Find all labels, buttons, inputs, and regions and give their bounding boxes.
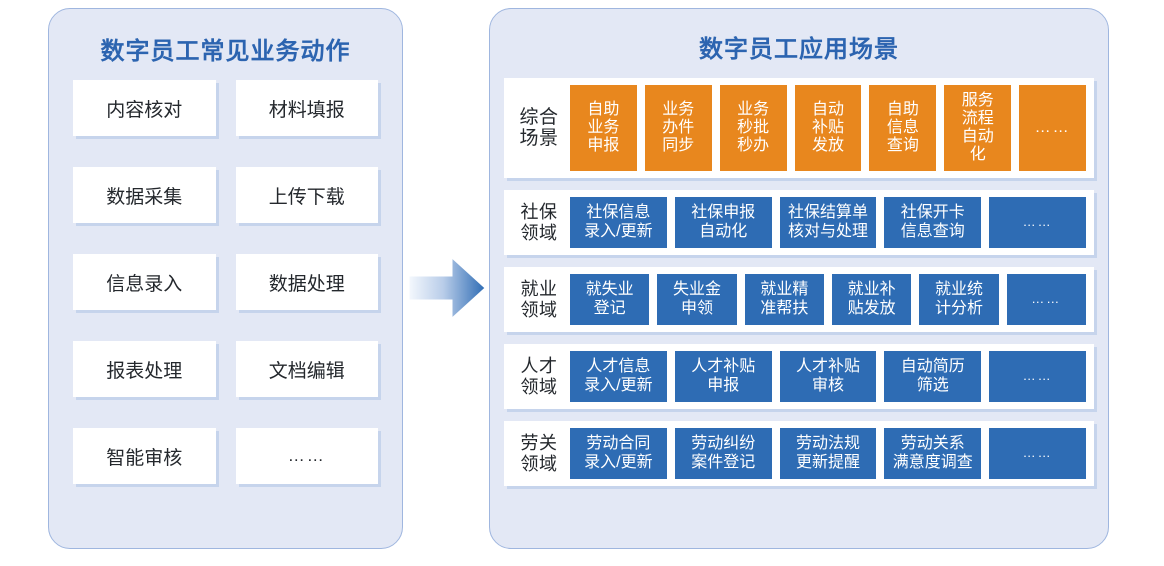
scenario-chip[interactable]: 自助 信息 查询 bbox=[869, 85, 937, 171]
scenario-chip-group: 社保信息 录入/更新社保申报 自动化社保结算单 核对与处理社保开卡 信息查询…… bbox=[570, 197, 1086, 248]
scenario-chip[interactable]: 社保申报 自动化 bbox=[674, 197, 772, 248]
scenario-chip[interactable]: 自动 补贴 发放 bbox=[794, 85, 862, 171]
scenario-row: 劳关 领域劳动合同 录入/更新劳动纠纷 案件登记劳动法规 更新提醒劳动关系 满意… bbox=[504, 421, 1094, 486]
scenario-chip[interactable]: 业务 秒批 秒办 bbox=[719, 85, 787, 171]
scenario-chip-more[interactable]: …… bbox=[989, 197, 1086, 248]
scenario-chip[interactable]: 就业统 计分析 bbox=[919, 274, 999, 325]
scenario-chip[interactable]: 社保信息 录入/更新 bbox=[570, 197, 667, 248]
scenario-chip[interactable]: 业务 办件 同步 bbox=[644, 85, 712, 171]
scenario-row-label: 劳关 领域 bbox=[520, 433, 558, 474]
action-card[interactable]: 数据处理 bbox=[235, 254, 378, 310]
business-actions-panel: 数字员工常见业务动作 内容核对材料填报数据采集上传下载信息录入数据处理报表处理文… bbox=[48, 8, 403, 549]
scenario-chip[interactable]: 就业补 贴发放 bbox=[831, 274, 912, 325]
scenario-chip-group: 人才信息 录入/更新人才补贴 申报人才补贴 审核自动简历 筛选…… bbox=[570, 351, 1086, 402]
scenario-row-label: 社保 领域 bbox=[520, 202, 558, 243]
scenario-row: 社保 领域社保信息 录入/更新社保申报 自动化社保结算单 核对与处理社保开卡 信… bbox=[504, 190, 1094, 255]
scenario-chip-group: 就失业 登记失业金 申领就业精 准帮扶就业补 贴发放就业统 计分析…… bbox=[570, 274, 1086, 325]
scenario-chip[interactable]: 人才信息 录入/更新 bbox=[570, 351, 667, 402]
scenario-chip[interactable]: 人才补贴 申报 bbox=[674, 351, 772, 402]
action-card[interactable]: 智能审核 bbox=[73, 428, 216, 484]
scenario-chip-group: 自助 业务 申报业务 办件 同步业务 秒批 秒办自动 补贴 发放自助 信息 查询… bbox=[570, 85, 1087, 171]
scenario-chip[interactable]: 人才补贴 审核 bbox=[779, 351, 877, 402]
left-panel-title: 数字员工常见业务动作 bbox=[100, 38, 351, 65]
scenario-chip[interactable]: 社保开卡 信息查询 bbox=[884, 197, 982, 248]
business-action-grid: 内容核对材料填报数据采集上传下载信息录入数据处理报表处理文档编辑智能审核 …… bbox=[73, 80, 378, 484]
action-card[interactable]: 信息录入 bbox=[73, 254, 216, 310]
scenario-rows: 综合 场景自助 业务 申报业务 办件 同步业务 秒批 秒办自动 补贴 发放自助 … bbox=[504, 78, 1094, 486]
scenario-chip-more[interactable]: …… bbox=[1006, 274, 1086, 325]
scenario-chip[interactable]: 劳动纠纷 案件登记 bbox=[674, 428, 772, 479]
scenario-row: 人才 领域人才信息 录入/更新人才补贴 申报人才补贴 审核自动简历 筛选…… bbox=[504, 344, 1094, 409]
scenario-row-label: 就业 领域 bbox=[520, 279, 558, 320]
scenario-chip[interactable]: 劳动关系 满意度调查 bbox=[884, 428, 982, 479]
action-card-more[interactable]: …… bbox=[235, 428, 378, 484]
action-card[interactable]: 内容核对 bbox=[73, 80, 216, 136]
action-card[interactable]: 上传下载 bbox=[235, 167, 378, 223]
scenario-chip[interactable]: 失业金 申领 bbox=[657, 274, 737, 325]
scenario-chip[interactable]: 就业精 准帮扶 bbox=[744, 274, 824, 325]
scenario-chip-more[interactable]: …… bbox=[1019, 85, 1087, 171]
scenario-row: 就业 领域就失业 登记失业金 申领就业精 准帮扶就业补 贴发放就业统 计分析…… bbox=[504, 267, 1094, 332]
scenario-chip[interactable]: 劳动合同 录入/更新 bbox=[570, 428, 667, 479]
action-card[interactable]: 文档编辑 bbox=[235, 341, 378, 397]
scenario-chip-more[interactable]: …… bbox=[989, 351, 1086, 402]
scenario-chip[interactable]: 服务 流程 自动 化 bbox=[944, 85, 1012, 171]
scenario-row-label: 人才 领域 bbox=[520, 356, 558, 397]
right-panel-title: 数字员工应用场景 bbox=[699, 36, 899, 63]
action-card[interactable]: 数据采集 bbox=[73, 167, 216, 223]
scenario-chip-group: 劳动合同 录入/更新劳动纠纷 案件登记劳动法规 更新提醒劳动关系 满意度调查…… bbox=[570, 428, 1086, 479]
action-card[interactable]: 报表处理 bbox=[73, 341, 216, 397]
scenario-row: 综合 场景自助 业务 申报业务 办件 同步业务 秒批 秒办自动 补贴 发放自助 … bbox=[504, 78, 1094, 178]
scenario-chip[interactable]: 就失业 登记 bbox=[570, 274, 650, 325]
scenario-chip[interactable]: 社保结算单 核对与处理 bbox=[779, 197, 877, 248]
scenario-row-label: 综合 场景 bbox=[519, 106, 559, 149]
scenario-chip[interactable]: 自助 业务 申报 bbox=[570, 85, 637, 171]
scenario-chip[interactable]: 劳动法规 更新提醒 bbox=[779, 428, 877, 479]
flow-arrow bbox=[408, 256, 486, 320]
action-card[interactable]: 材料填报 bbox=[235, 80, 378, 136]
application-scenarios-panel: 数字员工应用场景 综合 场景自助 业务 申报业务 办件 同步业务 秒批 秒办自动… bbox=[489, 8, 1109, 549]
scenario-chip-more[interactable]: …… bbox=[989, 428, 1086, 479]
right-arrow-icon bbox=[408, 256, 486, 320]
scenario-chip[interactable]: 自动简历 筛选 bbox=[884, 351, 982, 402]
